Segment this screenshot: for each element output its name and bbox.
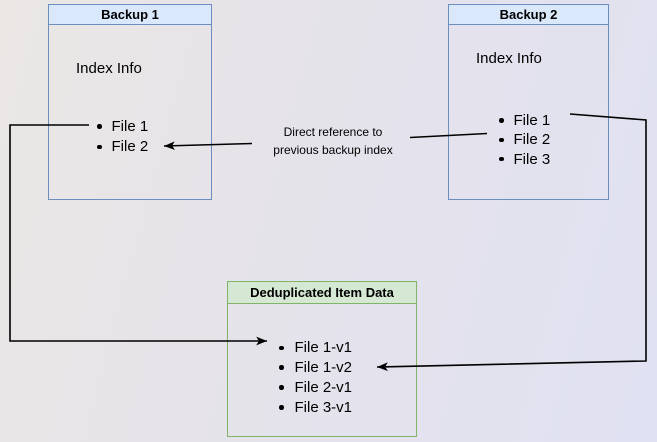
bullet-dot-icon bbox=[499, 118, 504, 123]
edge-label-direct-reference: Direct reference to previous backup inde… bbox=[248, 124, 418, 159]
node-backup-1-title: Backup 1 bbox=[49, 5, 211, 25]
edge-label-line-1: Direct reference to bbox=[283, 125, 383, 139]
dedup-file-list: File 1-v1 File 1-v2 File 2-v1 File 3-v1 bbox=[279, 338, 352, 417]
list-item-label: File 2 bbox=[111, 138, 149, 156]
list-item: File 2 bbox=[499, 130, 550, 149]
list-item-label: File 1-v1 bbox=[294, 339, 353, 357]
list-item-label: File 2 bbox=[513, 131, 551, 149]
list-item: File 1 bbox=[499, 111, 550, 130]
edge-label-line-2: previous backup index bbox=[273, 142, 393, 157]
bullet-dot-icon bbox=[279, 385, 284, 390]
backup-1-index-info-label: Index Info bbox=[76, 60, 142, 77]
list-item-label: File 1-v2 bbox=[294, 359, 353, 377]
bullet-dot-icon bbox=[279, 365, 284, 370]
list-item: File 3 bbox=[499, 150, 550, 169]
backup-2-index-info-label: Index Info bbox=[476, 50, 542, 67]
bullet-dot-icon bbox=[97, 124, 102, 129]
list-item-label: File 3-v1 bbox=[294, 398, 353, 416]
list-item-label: File 3 bbox=[513, 150, 551, 168]
node-backup-2-title: Backup 2 bbox=[449, 5, 608, 25]
bullet-dot-icon bbox=[97, 144, 102, 149]
bullet-dot-icon bbox=[499, 156, 504, 162]
list-item: File 1-v2 bbox=[279, 358, 352, 378]
node-backup-1: Backup 1 bbox=[48, 4, 212, 200]
list-item: File 3-v1 bbox=[279, 397, 352, 417]
bullet-dot-icon bbox=[279, 345, 284, 351]
list-item-label: File 1 bbox=[111, 117, 149, 135]
list-item-label: File 1 bbox=[513, 112, 551, 130]
list-item: File 2 bbox=[97, 137, 148, 158]
bullet-dot-icon bbox=[499, 137, 504, 143]
node-deduplicated-item-data-title: Deduplicated Item Data bbox=[228, 282, 416, 304]
node-deduplicated-item-data: Deduplicated Item Data bbox=[227, 281, 417, 437]
list-item: File 1 bbox=[97, 116, 148, 137]
list-item-label: File 2-v1 bbox=[294, 378, 353, 396]
node-backup-2: Backup 2 bbox=[448, 4, 609, 200]
list-item: File 1-v1 bbox=[279, 338, 352, 358]
list-item: File 2-v1 bbox=[279, 378, 352, 398]
backup-2-file-list: File 1 File 2 File 3 bbox=[499, 111, 550, 169]
bullet-dot-icon bbox=[279, 405, 284, 410]
backup-1-file-list: File 1 File 2 bbox=[97, 116, 148, 157]
